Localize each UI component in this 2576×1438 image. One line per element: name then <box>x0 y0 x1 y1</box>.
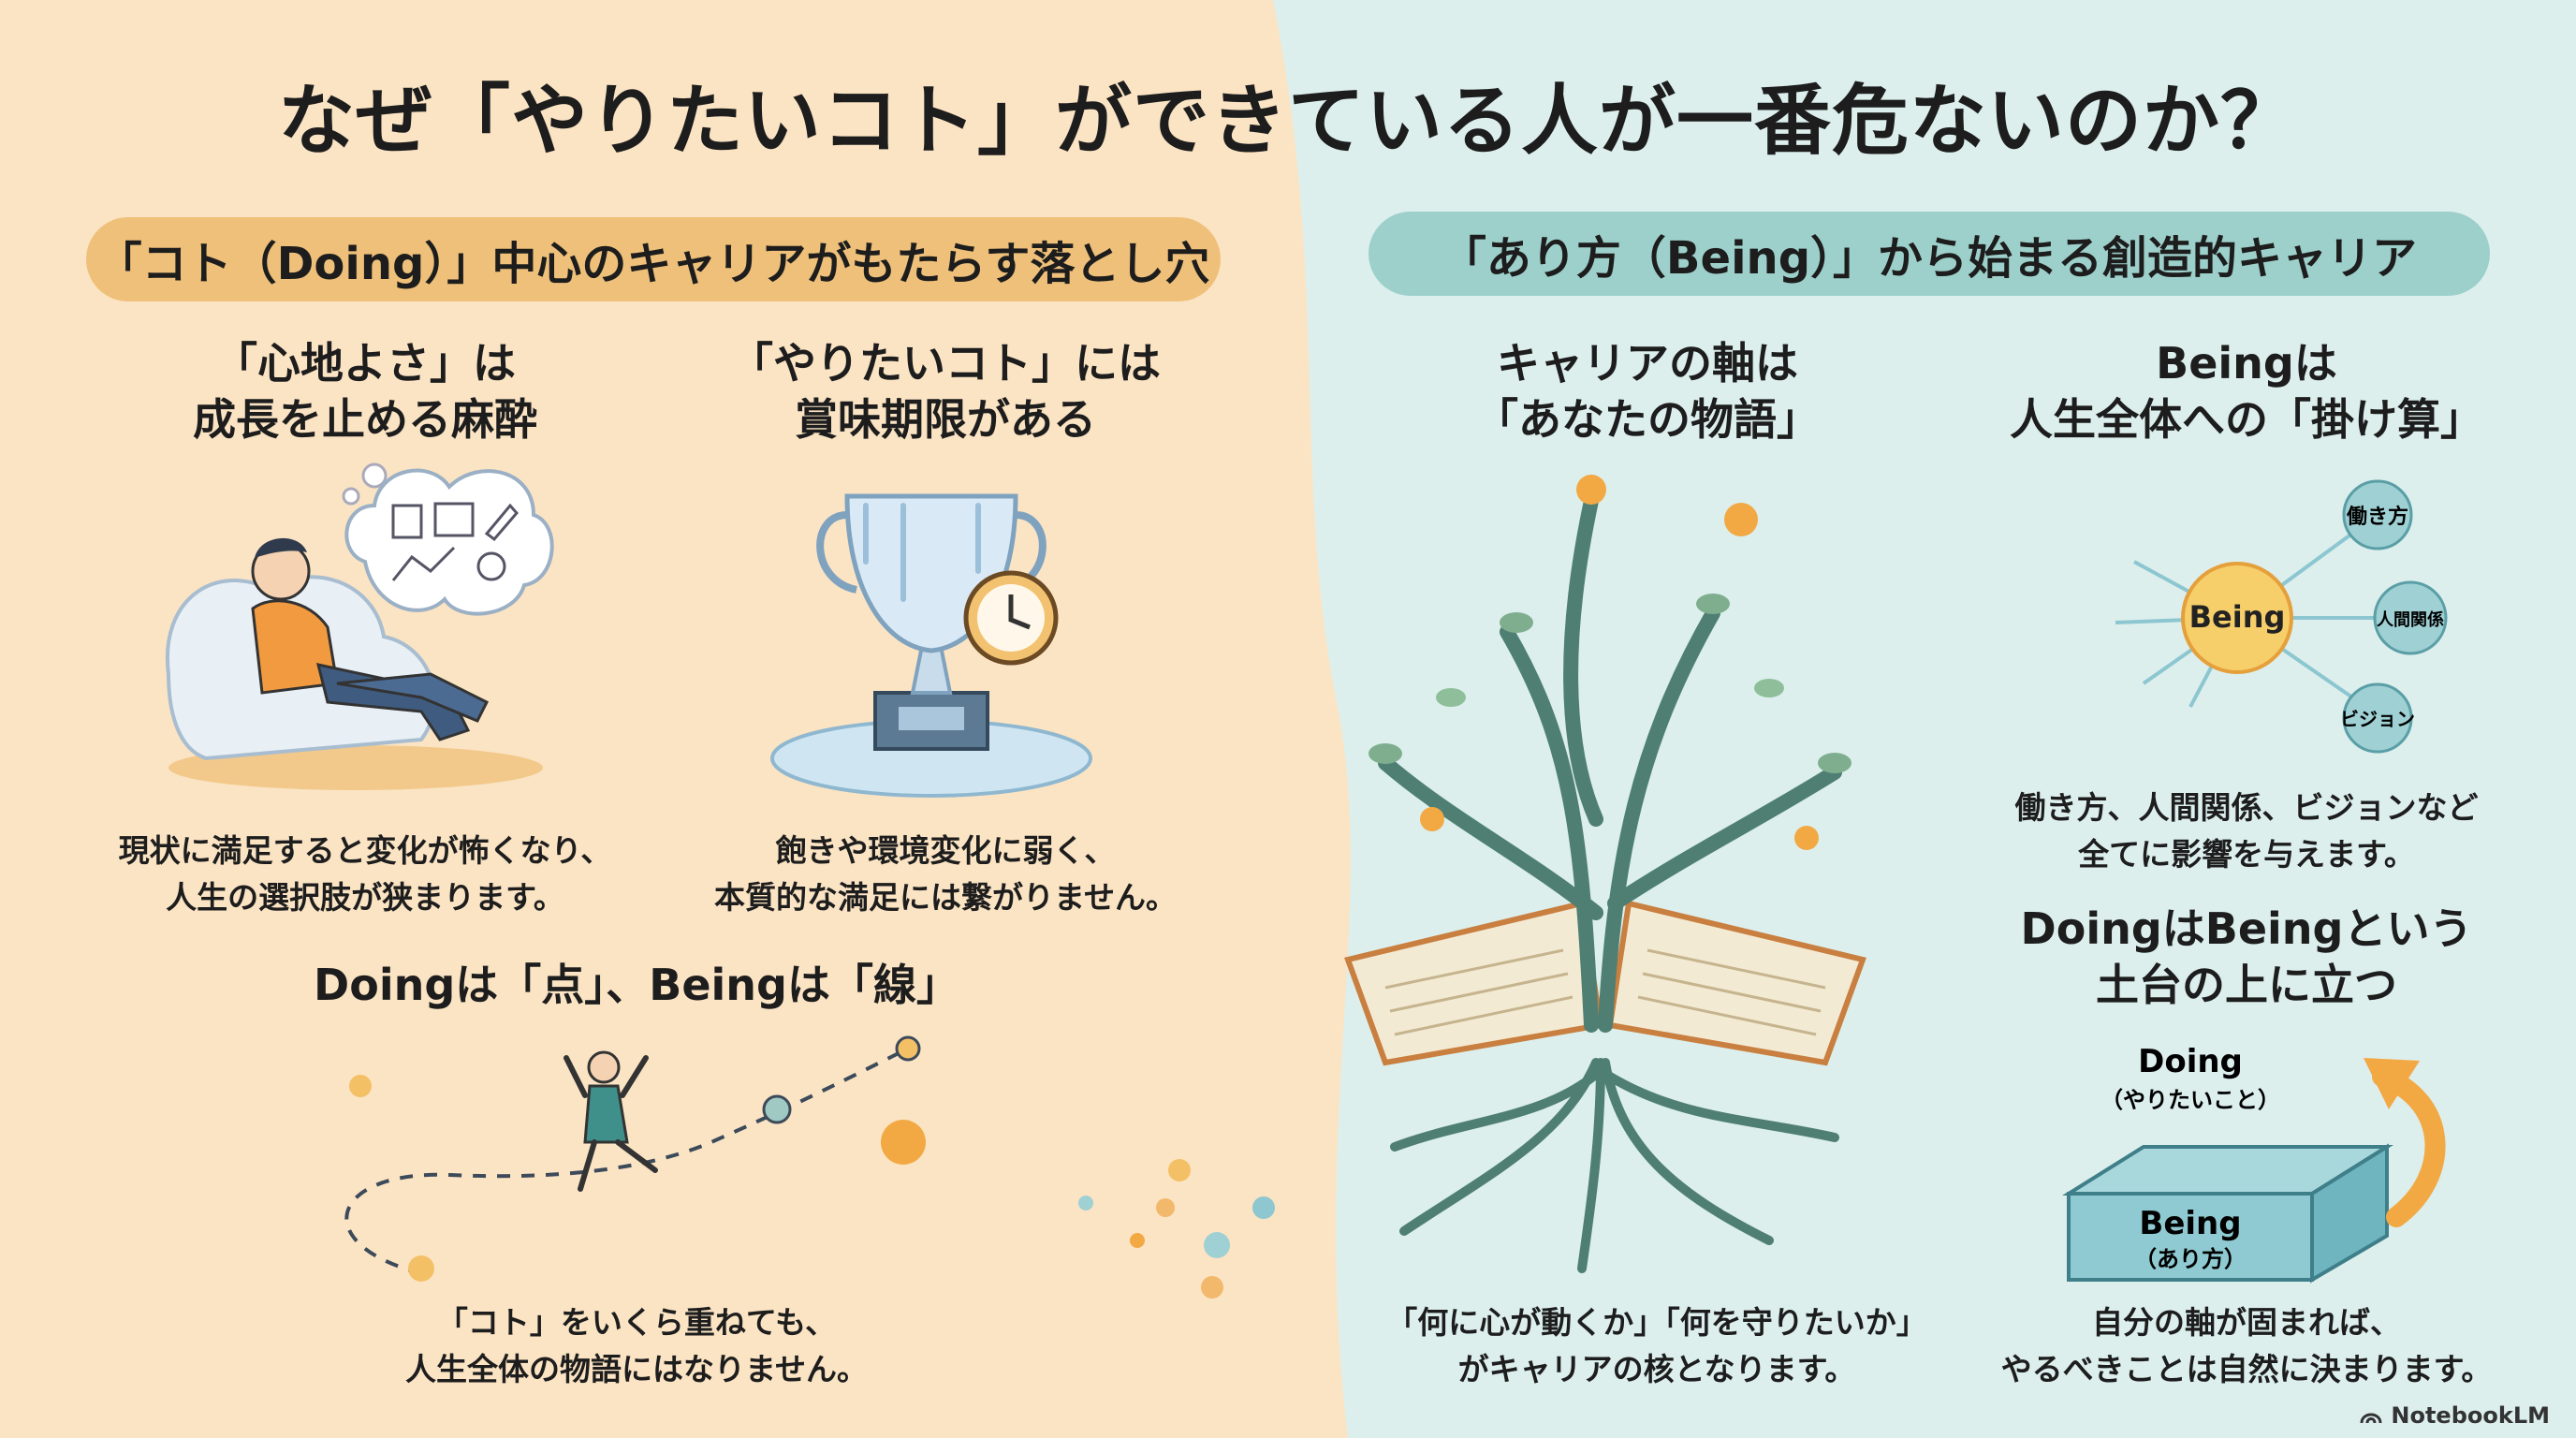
comfort-heading-line1: 「心地よさ」は <box>214 338 516 389</box>
multiply-body-line2: 全てに影響を与えます。 <box>2078 836 2415 873</box>
node-vision-label: ビジョン <box>2340 708 2415 730</box>
comfort-body-line1: 現状に満足すると変化が怖くなり、 <box>118 832 612 869</box>
story-body-line1: 「何に心が動くか」「何を守りたいか」 <box>1386 1304 1927 1341</box>
multiply-heading-line1: Beingは <box>2156 338 2337 389</box>
node-vision <box>2342 682 2413 754</box>
notebooklm-label: NotebookLM <box>2391 1402 2550 1429</box>
expiry-body-line1: 飽きや環境変化に弱く、 <box>775 832 1116 869</box>
foundation-heading-line1: DoingはBeingという <box>2020 903 2473 954</box>
comfort-body: 現状に満足すると変化が怖くなり、 人生の選択肢が狭まります。 <box>84 828 646 921</box>
notebooklm-logo-icon <box>2360 1413 2382 1424</box>
expiry-heading: 「やりたいコト」には 賞味期限がある <box>693 335 1198 448</box>
story-heading: キャリアの軸は 「あなたの物語」 <box>1385 335 1910 448</box>
up-arrow-icon <box>2364 1058 2420 1109</box>
story-body: 「何に心が動くか」「何を守りたいか」 がキャリアの核となります。 <box>1367 1299 1947 1393</box>
node-working-style-label: 働き方 <box>2346 505 2408 529</box>
expiry-heading-line1: 「やりたいコト」には <box>730 338 1161 389</box>
node-relationships <box>2373 580 2448 655</box>
decorative-dots-icon <box>1078 1159 1275 1299</box>
expiry-body-line2: 本質的な満足には繋がりません。 <box>713 879 1177 916</box>
expiry-body: 飽きや環境変化に弱く、 本質的な満足には繋がりません。 <box>665 828 1226 921</box>
being-block <box>2067 1192 2314 1282</box>
point-line-heading: Doingは「点」、Beingは「線」 <box>314 960 959 1010</box>
being-hub-label: Being <box>2189 599 2286 635</box>
point-line-body: 「コト」をいくら重ねても、 人生全体の物語にはなりません。 <box>337 1299 936 1393</box>
foundation-body-line2: やるべきことは自然に決まります。 <box>2000 1351 2493 1387</box>
multiply-heading-line2: 人生全体への「掛け算」 <box>2010 394 2483 445</box>
expiry-heading-line2: 賞味期限がある <box>795 394 1096 445</box>
story-heading-line2: 「あなたの物語」 <box>1475 394 1820 445</box>
melting-trophy-with-clock-icon <box>770 493 1092 798</box>
tree-growing-from-book-icon <box>1344 475 1866 1273</box>
doing-label: Doing <box>2138 1043 2243 1080</box>
notebooklm-brand: NotebookLM <box>2359 1402 2550 1429</box>
story-body-line2: がキャリアの核となります。 <box>1457 1351 1856 1387</box>
point-line-body-line1: 「コト」をいくら重ねても、 <box>436 1304 837 1341</box>
being-hub-circle <box>2181 562 2293 674</box>
multiply-body: 働き方、人間関係、ビジョンなど 全てに影響を与えます。 <box>1975 785 2518 878</box>
point-line-body-line2: 人生全体の物語にはなりません。 <box>404 1351 868 1387</box>
foundation-heading: DoingはBeingという 土台の上に立つ <box>1975 901 2518 1013</box>
comfort-heading-line2: 成長を止める麻酔 <box>193 394 537 445</box>
dotted-path-with-jumping-person-icon <box>344 1035 926 1282</box>
page-title: なぜ「やりたいコト」ができている人が一番危ないのか？ <box>277 77 2298 166</box>
comfort-body-line2: 人生の選択肢が狭まります。 <box>166 879 564 916</box>
left-section-banner: 「コト（Doing）」中心のキャリアがもたらす落とし穴 <box>86 217 1221 301</box>
being-hub-diagram: Being 働き方 人間関係 ビジョン <box>2115 479 2448 754</box>
foundation-body-line1: 自分の軸が固まれば、 <box>2092 1304 2401 1341</box>
foundation-body: 自分の軸が固まれば、 やるべきことは自然に決まります。 <box>1966 1299 2527 1393</box>
multiply-heading: Beingは 人生全体への「掛け算」 <box>1984 335 2509 448</box>
person-relaxing-in-comfortable-chair-icon <box>165 462 543 790</box>
node-relationships-label: 人間関係 <box>2377 609 2444 630</box>
story-heading-line1: キャリアの軸は <box>1497 338 1798 389</box>
thought-cloud-icon <box>344 468 554 616</box>
foundation-heading-line2: 土台の上に立つ <box>2096 960 2397 1010</box>
comfort-heading: 「心地よさ」は 成長を止める麻酔 <box>112 335 618 448</box>
doing-sub-label: （やりたいこと） <box>2100 1087 2280 1113</box>
node-working-style <box>2342 479 2413 550</box>
right-section-banner: 「あり方（Being）」から始まる創造的キャリア <box>1368 212 2490 296</box>
being-label: Being <box>2139 1205 2241 1242</box>
being-sub-label: （あり方） <box>2134 1246 2247 1272</box>
doing-on-being-foundation-diagram: Doing （やりたいこと） Being （あり方） <box>2062 1043 2446 1284</box>
multiply-body-line1: 働き方、人間関係、ビジョンなど <box>2014 789 2479 826</box>
